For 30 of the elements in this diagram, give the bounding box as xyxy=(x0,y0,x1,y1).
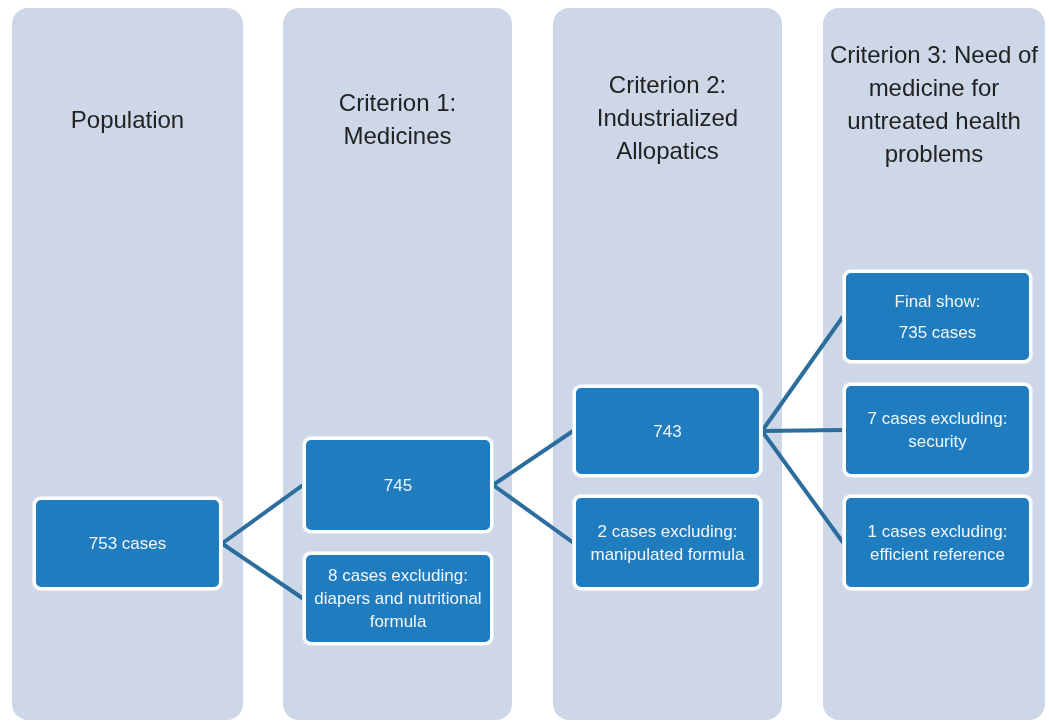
box-text: 743 xyxy=(653,420,682,443)
process-box xyxy=(303,437,493,533)
column-heading: Population xyxy=(70,105,185,135)
column-band xyxy=(823,8,1045,720)
process-box xyxy=(843,383,1032,477)
box-text: 2 cases excluding: manipulated formula xyxy=(589,520,746,566)
connector-line xyxy=(761,428,844,433)
process-box xyxy=(573,385,762,477)
column-heading: Criterion 1: Medicines xyxy=(337,88,458,151)
box-text: 7 cases excluding: security xyxy=(866,408,1009,453)
box-text: Final show: xyxy=(894,290,981,313)
process-box xyxy=(33,497,222,590)
column-band xyxy=(553,8,782,720)
connector-line xyxy=(220,483,305,546)
column-heading: Criterion 2: Industrialized Allopatics xyxy=(595,70,740,166)
box-text: 1 cases excluding: efficient reference xyxy=(866,520,1009,566)
column-band xyxy=(283,8,512,720)
process-box xyxy=(843,270,1032,363)
box-text: 745 xyxy=(383,474,413,497)
process-box xyxy=(303,552,493,645)
process-box xyxy=(843,495,1032,590)
connector-line xyxy=(220,541,305,601)
box-text: 8 cases excluding: diapers and nutritional formula xyxy=(313,565,483,633)
box-text: 735 cases xyxy=(898,321,977,344)
process-box xyxy=(573,495,762,590)
column-band xyxy=(12,8,243,720)
column-heading: Criterion 3: Need of medicine for untreated health problems xyxy=(828,40,1040,169)
connector-line xyxy=(491,429,575,487)
box-text: 753 cases xyxy=(88,533,167,555)
connector-line xyxy=(491,483,575,545)
